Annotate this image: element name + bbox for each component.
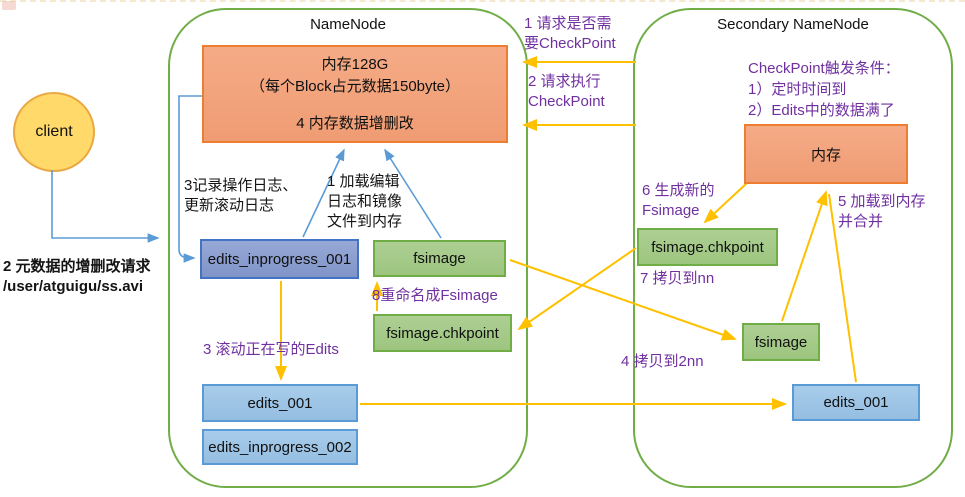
nn-edits-inprogress-001-label: edits_inprogress_001: [207, 250, 352, 268]
snn-fsimage-chkpoint-label: fsimage.chkpoint: [651, 238, 764, 256]
client-label: client: [35, 123, 73, 140]
label-step8-rename-fsimage: 8重命名成Fsimage: [372, 287, 498, 304]
nn-fsimage-box: fsimage: [373, 240, 506, 277]
snn-fsimage-chkpoint-box: fsimage.chkpoint: [637, 228, 778, 266]
label-step7-copy-to-nn: 7 拷贝到nn: [640, 270, 715, 287]
arrow-step7-copy-chkpoint-to-nn: [517, 247, 637, 331]
nn-edits-001-box: edits_001: [202, 384, 358, 422]
nn-edits-inprogress-002-box: edits_inprogress_002: [202, 429, 358, 465]
label-step6-generate-fsimage: 6 生成新的 Fsimage: [642, 182, 715, 219]
nn-fsimage-label: fsimage: [413, 250, 466, 267]
nn-edits-inprogress-001-box: edits_inprogress_001: [200, 239, 359, 279]
label-step4-copy-to-2nn: 4 拷贝到2nn: [621, 353, 704, 370]
arrow-client-request: [51, 170, 160, 243]
namenode-title: NameNode: [310, 16, 386, 33]
label-step1-request-checkpoint: 1 请求是否需 要CheckPoint: [524, 15, 616, 52]
label-step1-load-files: 1 加载编辑 日志和镜像 文件到内存: [327, 173, 403, 230]
nn-fsimage-chkpoint-label: fsimage.chkpoint: [386, 324, 499, 342]
memory-block-note: （每个Block占元数据150byte）: [249, 77, 461, 95]
secondary-namenode-title: Secondary NameNode: [717, 16, 869, 33]
nn-edits-001-label: edits_001: [247, 394, 313, 412]
client-node: client: [13, 92, 95, 172]
snn-fsimage-label: fsimage: [754, 333, 808, 351]
nn-fsimage-chkpoint-box: fsimage.chkpoint: [373, 314, 512, 352]
snn-edits-001-box: edits_001: [792, 384, 920, 421]
memory-step4-label: 4 内存数据增删改: [296, 114, 414, 132]
snn-memory-box: 内存: [744, 124, 908, 184]
nn-edits-inprogress-002-label: edits_inprogress_002: [208, 438, 352, 456]
label-step5-load-merge: 5 加载到内存 并合并: [838, 193, 926, 230]
namenode-memory-box: 内存128G （每个Block占元数据150byte） 4 内存数据增删改: [202, 45, 508, 143]
label-step3-record-log: 3记录操作日志、 更新滚动日志: [184, 177, 298, 214]
label-step3-roll-edits: 3 滚动正在写的Edits: [203, 341, 339, 358]
snn-fsimage-box: fsimage: [742, 323, 820, 361]
snn-memory-label: 内存: [810, 146, 841, 164]
snn-edits-001-label: edits_001: [823, 394, 889, 411]
label-step2-client-request: 2 元数据的增删改请求 /user/atguigu/ss.avi: [3, 258, 151, 295]
memory-size-label: 内存128G: [321, 55, 389, 73]
label-checkpoint-conditions: CheckPoint触发条件： 1）定时时间到 2）Edits中的数据满了: [748, 60, 900, 119]
label-step2-exec-checkpoint: 2 请求执行 CheckPoint: [528, 73, 605, 110]
selection-dashed-border: [0, 0, 965, 2]
screenshot-corner-mark: [2, 1, 16, 10]
